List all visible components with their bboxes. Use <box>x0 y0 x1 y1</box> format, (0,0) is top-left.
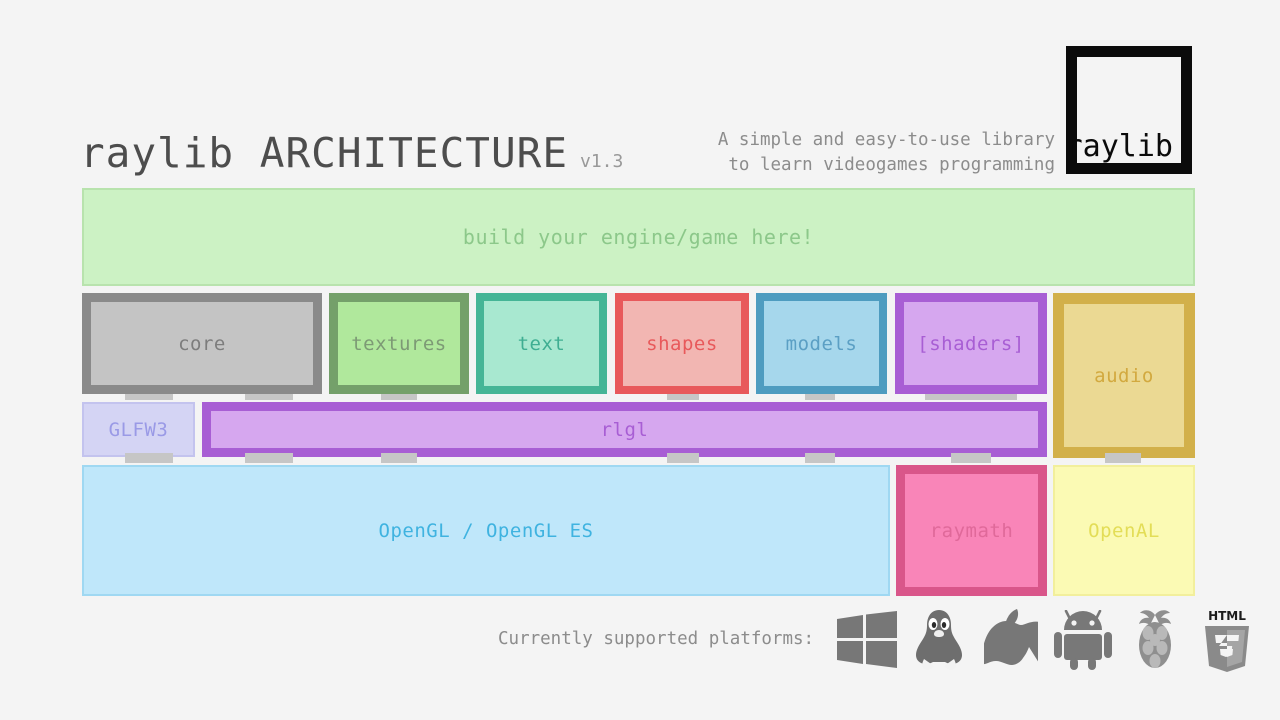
backend-block-label: OpenGL / OpenGL ES <box>378 519 594 542</box>
module-to-rlgl-connector <box>125 390 173 400</box>
module-text: text <box>476 293 607 394</box>
android-icon <box>1052 609 1114 671</box>
backend-block-label: OpenAL <box>1088 519 1160 542</box>
page-title-text: raylib ARCHITECTURE <box>80 129 568 177</box>
windows-icon <box>836 609 898 671</box>
middle-block-label: GLFW3 <box>108 418 169 441</box>
user-layer-label: build your engine/game here! <box>462 225 815 249</box>
backend-block-label: raymath <box>929 519 1014 542</box>
module-label: audio <box>1094 364 1154 387</box>
rlgl-to-backend-connector <box>667 453 699 463</box>
svg-text:HTML: HTML <box>1208 609 1246 623</box>
module-to-rlgl-connector <box>667 390 699 400</box>
rlgl-to-backend-connector <box>805 453 835 463</box>
module-audio: audio <box>1053 293 1195 458</box>
module-shapes: shapes <box>615 293 749 394</box>
middle-block-rlgl: rlgl <box>202 402 1047 457</box>
raspberry-pi-icon <box>1124 609 1186 671</box>
backend-block-openal: OpenAL <box>1053 465 1195 596</box>
module-models: models <box>756 293 887 394</box>
module-label: core <box>178 332 226 355</box>
raylib-logo-text: raylib <box>1064 129 1173 164</box>
linux-tux-icon <box>908 609 970 671</box>
html5-icon: HTML <box>1196 609 1258 672</box>
module-label: [shaders] <box>917 332 1025 355</box>
raylib-logo: raylib <box>1064 46 1192 174</box>
rlgl-to-backend-connector <box>1105 453 1141 463</box>
middle-block-glfw3: GLFW3 <box>82 402 195 457</box>
module-label: shapes <box>646 332 718 355</box>
tagline-line-1: A simple and easy-to-use library <box>717 130 1055 150</box>
tagline-line-2: to learn videogames programming <box>728 155 1055 175</box>
rlgl-to-backend-connector <box>245 453 293 463</box>
rlgl-to-backend-connector <box>125 453 173 463</box>
module-to-rlgl-connector <box>805 390 835 400</box>
version-label: v1.3 <box>580 151 624 172</box>
module-to-rlgl-connector <box>245 390 293 400</box>
rlgl-to-backend-connector <box>381 453 417 463</box>
module-to-rlgl-connector <box>925 390 1017 400</box>
supported-platforms-label: Currently supported platforms: <box>498 629 815 649</box>
module-label: text <box>517 332 566 355</box>
supported-platforms-list: HTML <box>836 600 1258 680</box>
rlgl-to-backend-connector <box>951 453 991 463</box>
middle-block-label: rlgl <box>600 418 649 441</box>
module-label: textures <box>351 332 447 355</box>
page-title: raylib ARCHITECTURE v1.3 <box>80 131 623 184</box>
module-textures: textures <box>329 293 469 394</box>
module-shaders: [shaders] <box>895 293 1047 394</box>
backend-block-opengl-opengl-es: OpenGL / OpenGL ES <box>82 465 890 596</box>
module-to-rlgl-connector <box>381 390 417 400</box>
user-layer-box: build your engine/game here! <box>82 188 1195 286</box>
tagline: A simple and easy-to-use library to lear… <box>718 128 1055 178</box>
module-core: core <box>82 293 322 394</box>
apple-icon <box>980 609 1042 671</box>
module-label: models <box>785 332 858 355</box>
backend-block-raymath: raymath <box>896 465 1047 596</box>
